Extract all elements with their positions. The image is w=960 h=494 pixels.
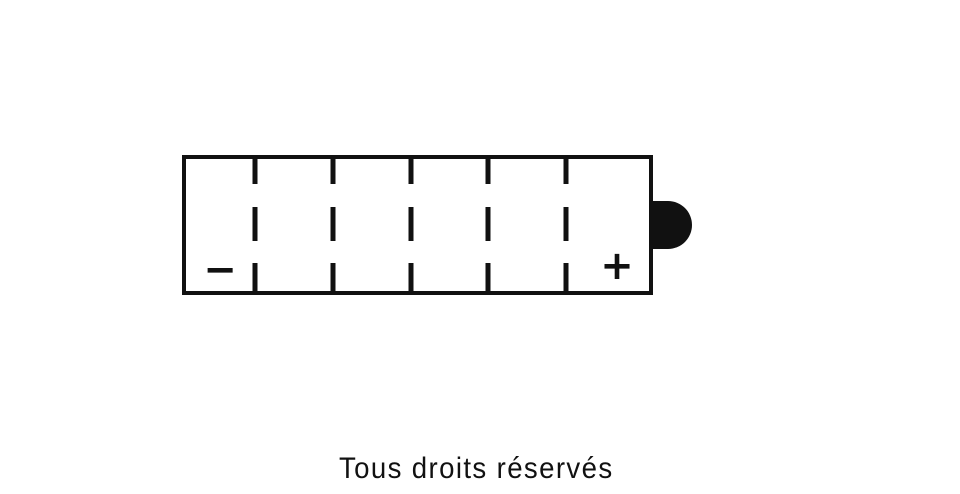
copyright-notice: Tous droits réservés: [0, 452, 960, 486]
negative-polarity-label: −: [203, 247, 237, 293]
copyright-text: Tous droits réservés: [338, 452, 614, 485]
cell-separators: [252, 159, 569, 293]
positive-polarity-label: +: [600, 243, 634, 289]
positive-terminal-post: [651, 201, 692, 249]
